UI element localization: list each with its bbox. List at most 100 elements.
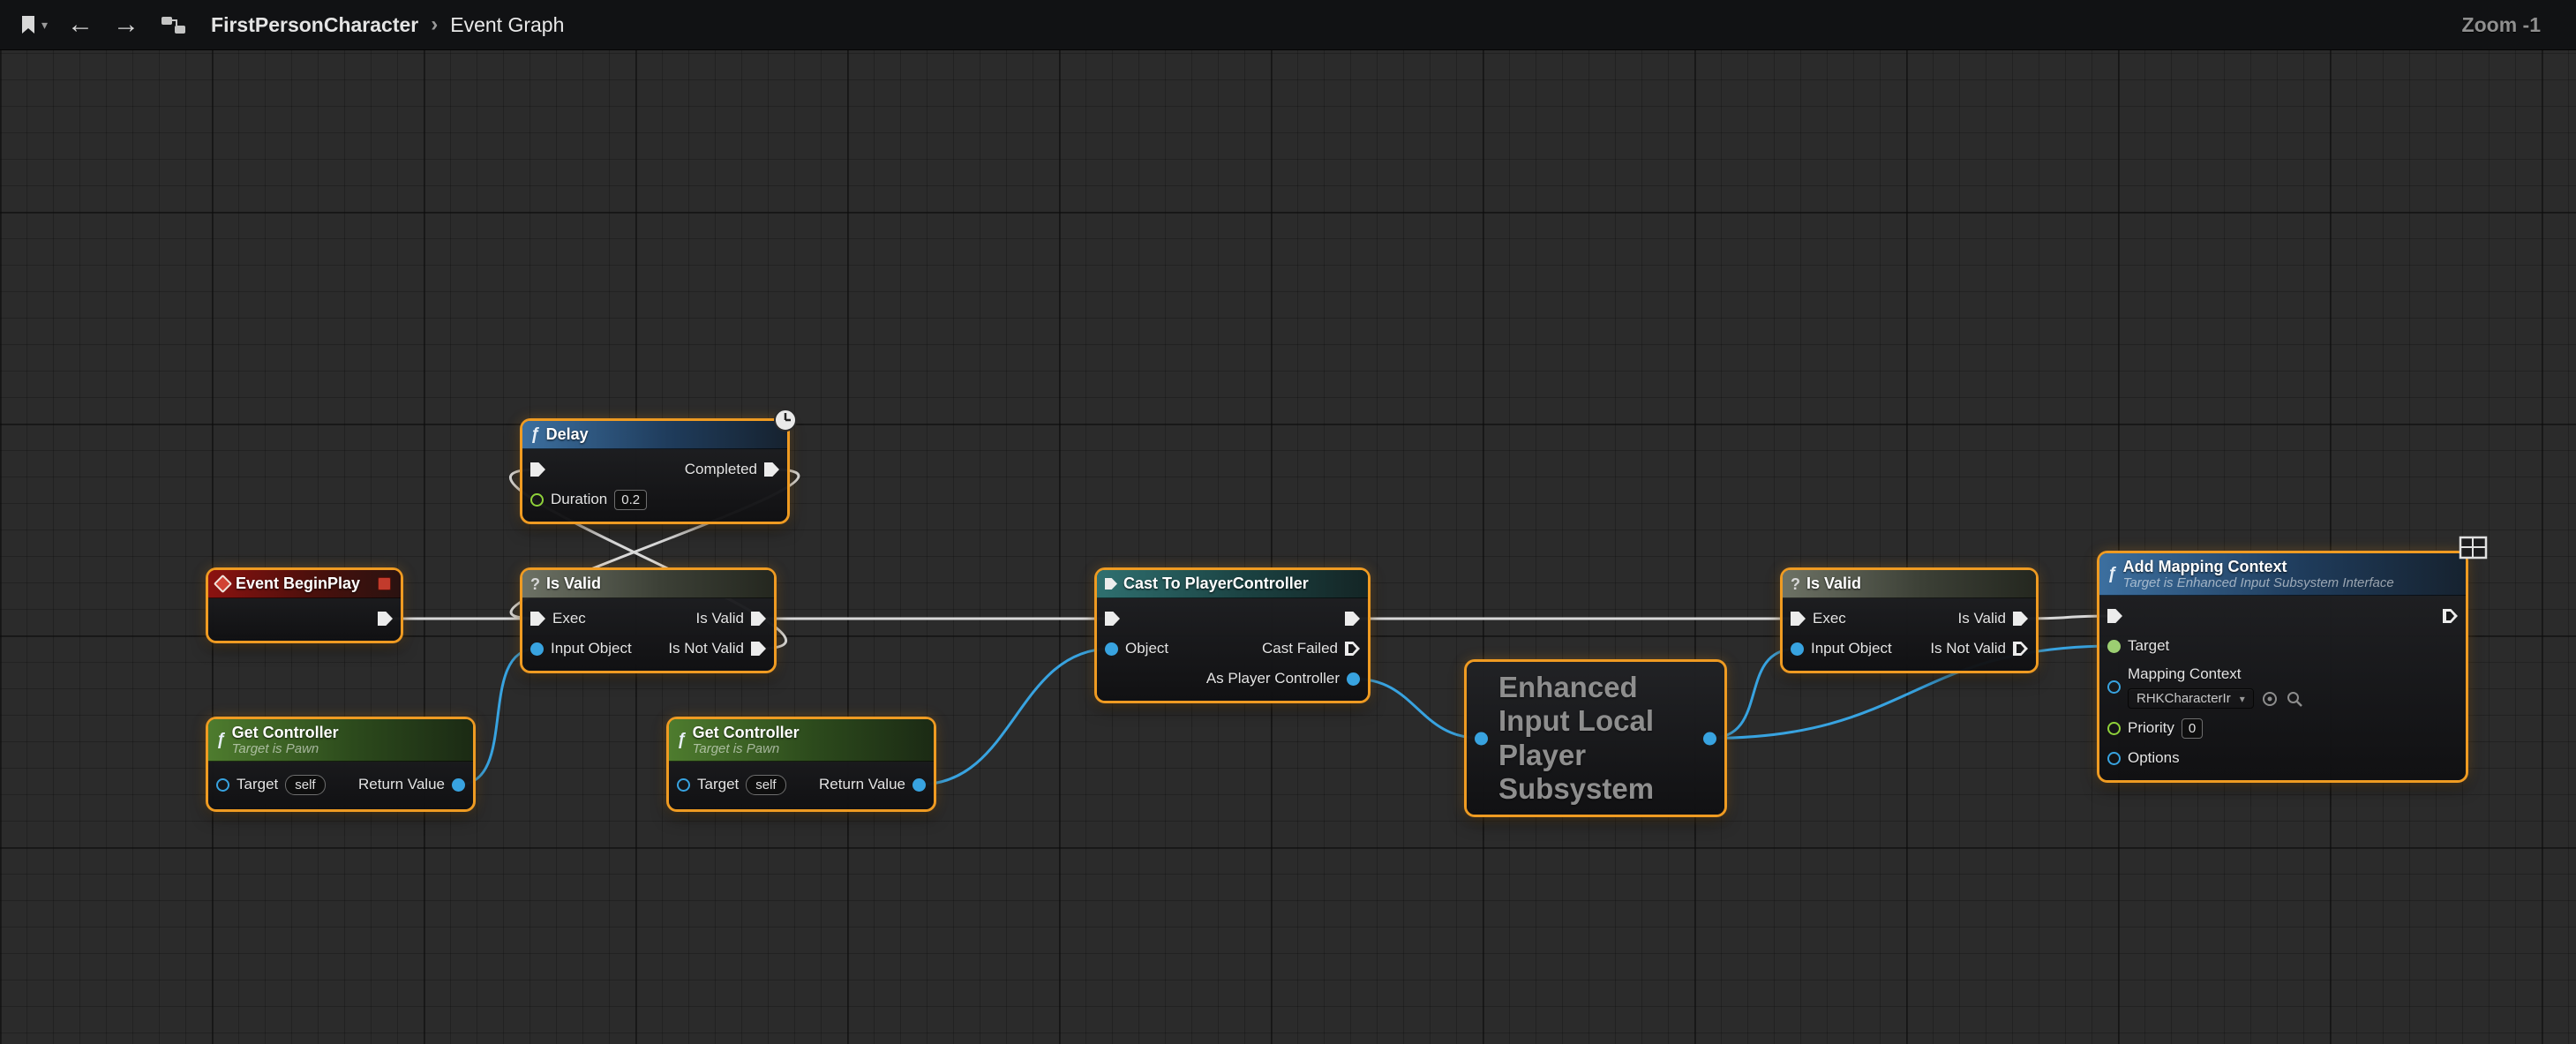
cast-to-playercontroller-pin-cast-failed[interactable]: Cast Failed [1262, 640, 1360, 657]
node-isvalid2[interactable]: ?Is ValidExecIs ValidInput ObjectIs Not … [1783, 570, 2036, 671]
wire-object [920, 649, 1112, 785]
node-title: Cast To PlayerController [1123, 575, 1309, 593]
exec-in-pin-icon[interactable] [530, 612, 545, 626]
node-delay[interactable]: ƒDelayCompletedDuration0.2 [522, 421, 787, 522]
add-mapping-context-pin-mapping-context[interactable]: Mapping ContextRHKCharacterIr▾ [2107, 661, 2303, 713]
window-layout-icon [2458, 535, 2490, 561]
node-header: ƒGet ControllerTarget is Pawn [208, 719, 473, 762]
event-beginplay-pin-exec-out[interactable] [378, 612, 393, 626]
node-title: Is Valid [1806, 575, 1861, 593]
priority-pin-icon[interactable] [2107, 722, 2121, 735]
cast-to-playercontroller-pin-exec-in[interactable] [1105, 612, 1120, 626]
is-valid-pin-icon[interactable] [751, 612, 766, 626]
options-pin-icon[interactable] [2107, 752, 2121, 765]
mapping-context-pin-icon[interactable] [2107, 680, 2121, 694]
exec-in-pin-icon[interactable] [2107, 609, 2122, 623]
getcontroller2-pin-return[interactable]: Return Value [819, 776, 926, 793]
delay-pin-exec-in[interactable] [530, 462, 545, 477]
node-title-group: Is Valid [546, 575, 601, 593]
delay-pin-duration[interactable]: Duration 0.2 [530, 490, 647, 510]
chevron-down-icon: ▾ [41, 18, 48, 33]
object-pin-icon[interactable] [1105, 642, 1118, 656]
not-valid-pin-icon[interactable] [751, 642, 766, 656]
target-pin-icon[interactable] [2107, 640, 2121, 653]
node-isvalid1[interactable]: ?Is ValidExecIs ValidInput ObjectIs Not … [522, 570, 774, 671]
back-button[interactable]: ← [61, 8, 100, 41]
pin-value[interactable]: self [285, 775, 325, 795]
pin-label: Exec [1813, 610, 1846, 627]
isvalid1-pin-exec-in[interactable]: Exec [530, 610, 586, 627]
node-title: Add Mapping Context [2123, 558, 2394, 576]
pin-label: Input Object [551, 640, 632, 657]
isvalid1-pin-input-object[interactable]: Input Object [530, 640, 632, 657]
exec-in-pin-icon[interactable] [1105, 612, 1120, 626]
getcontroller1-pin-return[interactable]: Return Value [358, 776, 465, 793]
add-mapping-context-pin-exec-in[interactable] [2107, 609, 2122, 623]
not-valid-pin-icon[interactable] [2013, 642, 2028, 656]
pin-value[interactable]: self [746, 775, 785, 795]
input-object-pin-icon[interactable] [1791, 642, 1804, 656]
browse-asset-icon[interactable] [2286, 690, 2303, 708]
getcontroller2-pin-target[interactable]: Targetself [677, 775, 786, 795]
exec-out-pin-icon[interactable] [2443, 609, 2458, 623]
return-pin-icon[interactable] [452, 778, 465, 792]
return-pin-icon[interactable] [912, 778, 926, 792]
isvalid2-pin-exec-in[interactable]: Exec [1791, 610, 1846, 627]
node-add-mapping-context[interactable]: ƒAdd Mapping ContextTarget is Enhanced I… [2099, 553, 2466, 780]
node-getcontroller2[interactable]: ƒGet ControllerTarget is PawnTargetself R… [669, 719, 934, 809]
pin-value[interactable]: 0 [2182, 718, 2203, 739]
isvalid2-pin-input-object[interactable]: Input Object [1791, 640, 1892, 657]
as-player-controller-pin-icon[interactable] [1347, 672, 1360, 686]
exec-out-pin-icon[interactable] [378, 612, 393, 626]
bookmarks-button[interactable]: ▾ [12, 10, 54, 40]
exec-out-pin-icon[interactable] [1345, 612, 1360, 626]
pin-value[interactable]: 0.2 [614, 490, 647, 510]
isvalid2-pin-not-valid[interactable]: Is Not Valid [1930, 640, 2028, 657]
pin-label: Duration [551, 491, 607, 508]
duration-pin-icon[interactable] [530, 493, 544, 507]
node-body: Targetself Return Value [669, 762, 934, 809]
isvalid2-pin-is-valid[interactable]: Is Valid [1958, 610, 2029, 627]
getcontroller1-pin-target[interactable]: Targetself [216, 775, 326, 795]
pin-label: Is Not Valid [668, 640, 744, 657]
cast-failed-pin-icon[interactable] [1345, 642, 1360, 656]
node-header: ƒGet ControllerTarget is Pawn [669, 719, 934, 762]
macro-question-icon: ? [530, 576, 540, 592]
use-selected-icon[interactable] [2261, 690, 2279, 708]
cast-to-playercontroller-pin-exec-out[interactable] [1345, 612, 1360, 626]
out-pin-icon[interactable] [1703, 732, 1716, 745]
breadcrumb-root[interactable]: FirstPersonCharacter [211, 13, 418, 37]
asset-combobox[interactable]: RHKCharacterIr▾ [2128, 688, 2254, 709]
cast-to-playercontroller-pin-object[interactable]: Object [1105, 640, 1168, 657]
add-mapping-context-pin-priority[interactable]: Priority0 [2107, 718, 2203, 739]
breadcrumb-current[interactable]: Event Graph [450, 13, 564, 37]
node-getcontroller1[interactable]: ƒGet ControllerTarget is PawnTargetself R… [208, 719, 473, 809]
node-cast-to-playercontroller[interactable]: Cast To PlayerControllerObject Cast Faile… [1097, 570, 1368, 701]
completed-pin-icon[interactable] [764, 462, 779, 477]
in-pin-icon[interactable] [1475, 732, 1488, 745]
exec-in-pin-icon[interactable] [1791, 612, 1806, 626]
cast-to-playercontroller-pin-as-player-controller[interactable]: As Player Controller [1206, 670, 1360, 687]
target-pin-icon[interactable] [677, 778, 690, 792]
pin-row: Mapping ContextRHKCharacterIr▾ [2099, 661, 2466, 713]
is-valid-pin-icon[interactable] [2013, 612, 2028, 626]
isvalid1-pin-not-valid[interactable]: Is Not Valid [668, 640, 766, 657]
target-pin-icon[interactable] [216, 778, 229, 792]
toolbar-left-group: ▾ ← → FirstPersonCharacter › Event Graph [12, 8, 564, 41]
add-mapping-context-pin-options[interactable]: Options [2107, 749, 2180, 767]
delay-pin-completed[interactable]: Completed [685, 461, 779, 478]
isvalid1-pin-is-valid[interactable]: Is Valid [696, 610, 767, 627]
node-event-beginplay[interactable]: Event BeginPlay [208, 570, 401, 641]
forward-button[interactable]: → [107, 8, 146, 41]
node-subsystem[interactable]: EnhancedInput LocalPlayerSubsystem [1467, 662, 1724, 815]
pin-label: As Player Controller [1206, 670, 1340, 687]
add-mapping-context-pin-target[interactable]: Target [2107, 637, 2169, 655]
macro-question-icon: ? [1791, 576, 1800, 592]
add-mapping-context-pin-exec-out[interactable] [2443, 609, 2458, 623]
graph-toolbar: ▾ ← → FirstPersonCharacter › Event Graph… [0, 0, 2576, 50]
exec-in-pin-icon[interactable] [530, 462, 545, 477]
pin-label: Return Value [819, 776, 905, 793]
input-object-pin-icon[interactable] [530, 642, 544, 656]
chevron-down-icon: ▾ [2240, 693, 2245, 705]
